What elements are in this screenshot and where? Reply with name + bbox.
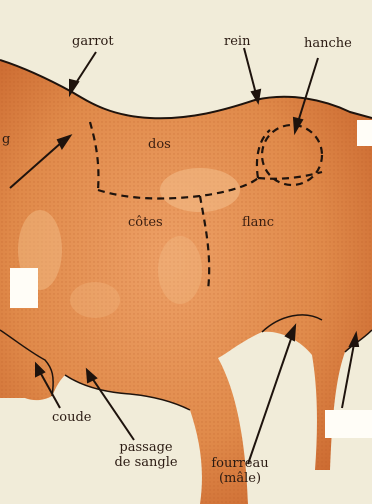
coat-highlight (160, 168, 240, 212)
blank-box-left (10, 268, 38, 308)
label-passage-sangle-line2: de sangle (106, 455, 186, 470)
label-passage-sangle: passage de sangle (106, 440, 186, 470)
label-flanc: flanc (242, 215, 274, 230)
label-hanche: hanche (304, 36, 352, 51)
label-cotes: côtes (128, 215, 163, 230)
label-passage-sangle-line1: passage (106, 440, 186, 455)
blank-box-right-bottom (325, 410, 372, 438)
label-garrot: garrot (72, 34, 114, 49)
label-partial-left: g (2, 132, 10, 147)
label-dos: dos (148, 137, 171, 152)
label-fourreau: fourreau (mâle) (198, 456, 282, 486)
blank-box-right-top (357, 120, 372, 146)
label-coude: coude (52, 410, 92, 425)
label-rein: rein (224, 34, 250, 49)
label-fourreau-line1: fourreau (198, 456, 282, 471)
label-fourreau-line2: (mâle) (198, 471, 282, 486)
